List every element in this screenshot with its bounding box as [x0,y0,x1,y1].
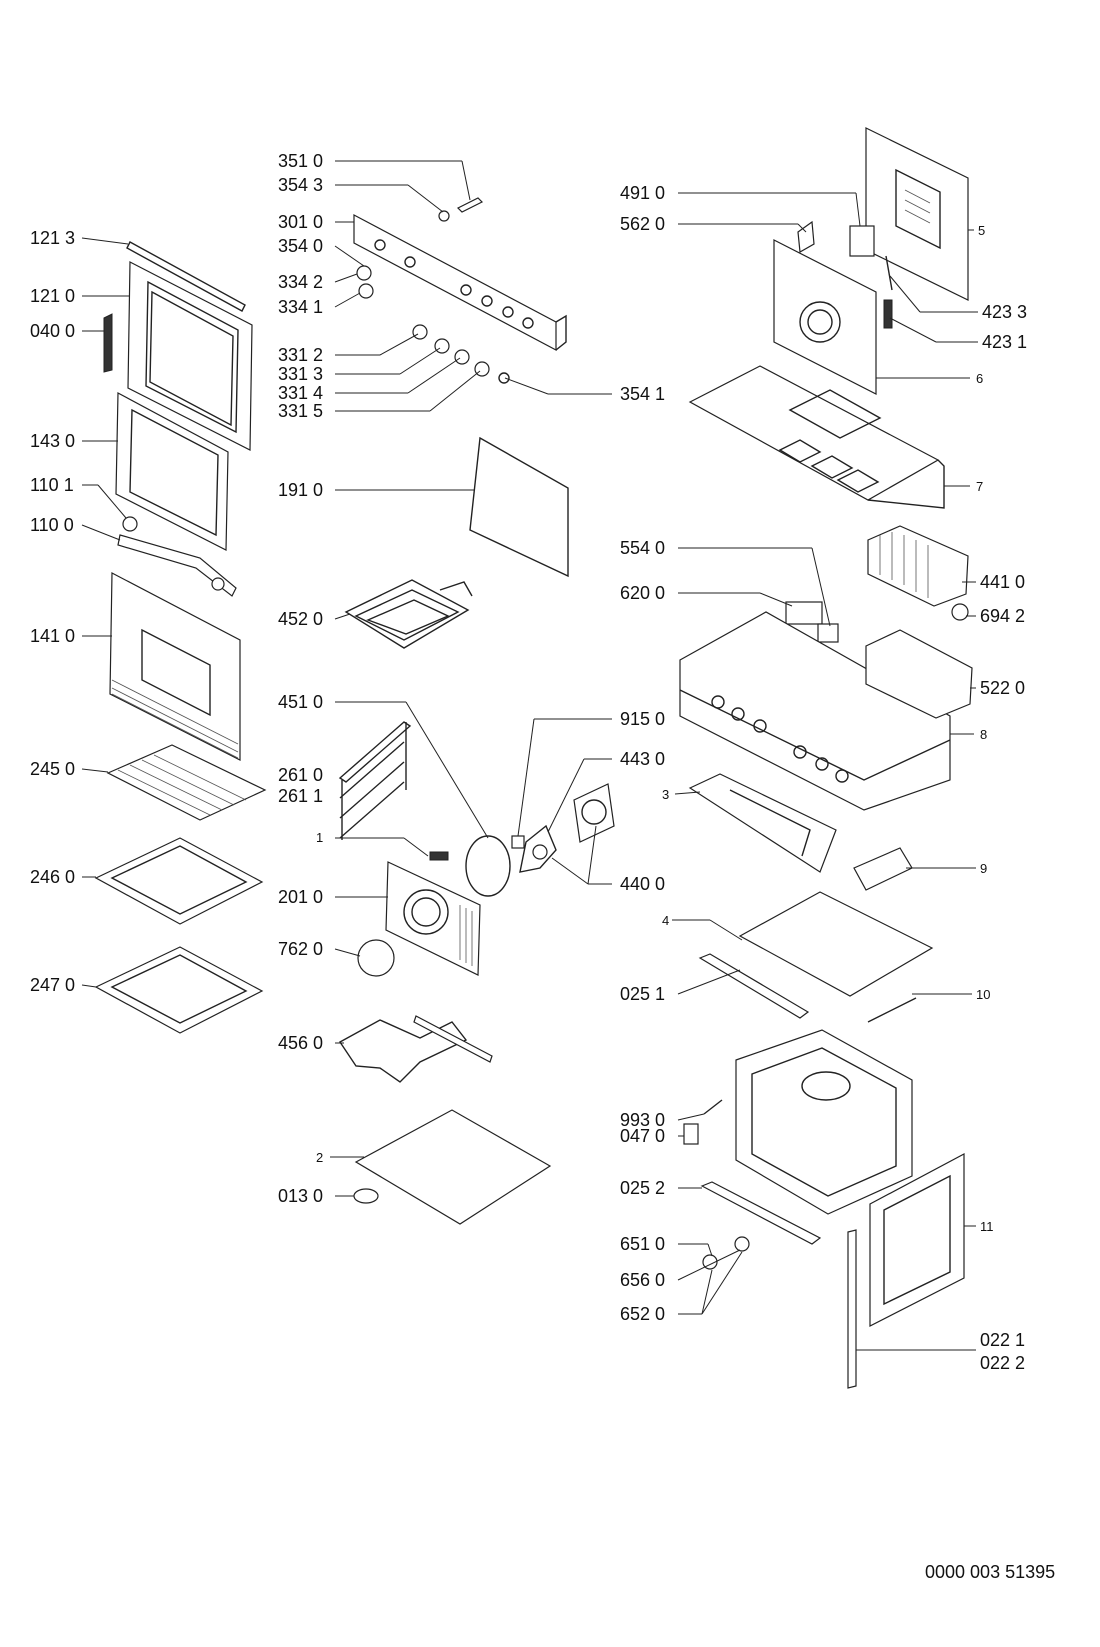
label-301-0: 301 0 [278,212,323,232]
label-354-0: 354 0 [278,236,323,256]
label-993-0: 993 0 [620,1110,665,1130]
part-drawings [94,127,973,1389]
label-201-0: 201 0 [278,887,323,907]
label-5: 5 [978,223,985,238]
label-423-1: 423 1 [982,332,1027,352]
label-4: 4 [662,913,669,928]
part-labels: 351 0 354 3 301 0 354 0 334 2 334 1 331 … [30,151,1027,1373]
label-11: 11 [980,1219,994,1234]
label-554-0: 554 0 [620,538,665,558]
label-6: 6 [976,371,983,386]
label-261-1: 261 1 [278,786,323,806]
label-191-0: 191 0 [278,480,323,500]
label-121-0: 121 0 [30,286,75,306]
label-141-0: 141 0 [30,626,75,646]
label-022-1: 022 1 [980,1330,1025,1350]
label-334-2: 334 2 [278,272,323,292]
label-354-1: 354 1 [620,384,665,404]
label-334-1: 334 1 [278,297,323,317]
label-452-0: 452 0 [278,609,323,629]
label-246-0: 246 0 [30,867,75,887]
label-040-0: 040 0 [30,321,75,341]
label-562-0: 562 0 [620,214,665,234]
label-440-0: 440 0 [620,874,665,894]
label-047-0: 047 0 [620,1126,665,1146]
label-245-0: 245 0 [30,759,75,779]
label-261-0: 261 0 [278,765,323,785]
label-441-0: 441 0 [980,572,1025,592]
label-491-0: 491 0 [620,183,665,203]
document-reference-number: 0000 003 51395 [925,1562,1056,1582]
label-915-0: 915 0 [620,709,665,729]
label-331-3: 331 3 [278,364,323,384]
label-351-0: 351 0 [278,151,323,171]
label-522-0: 522 0 [980,678,1025,698]
label-456-0: 456 0 [278,1033,323,1053]
label-143-0: 143 0 [30,431,75,451]
label-762-0: 762 0 [278,939,323,959]
label-443-0: 443 0 [620,749,665,769]
label-7: 7 [976,479,983,494]
label-3: 3 [662,787,669,802]
label-620-0: 620 0 [620,583,665,603]
label-022-2: 022 2 [980,1353,1025,1373]
label-451-0: 451 0 [278,692,323,712]
label-9: 9 [980,861,987,876]
label-025-1: 025 1 [620,984,665,1004]
label-013-0: 013 0 [278,1186,323,1206]
label-651-0: 651 0 [620,1234,665,1254]
label-354-3: 354 3 [278,175,323,195]
label-1: 1 [316,830,323,845]
label-110-0: 110 0 [30,515,74,535]
label-331-5: 331 5 [278,401,323,421]
label-247-0: 247 0 [30,975,75,995]
label-025-2: 025 2 [620,1178,665,1198]
label-2: 2 [316,1150,323,1165]
label-8: 8 [980,727,987,742]
label-10: 10 [976,987,990,1002]
label-331-4: 331 4 [278,383,323,403]
label-652-0: 652 0 [620,1304,665,1324]
leader-lines [81,160,978,1351]
label-121-3: 121 3 [30,228,75,248]
label-110-1: 110 1 [30,475,74,495]
label-656-0: 656 0 [620,1270,665,1290]
label-694-2: 694 2 [980,606,1025,626]
label-331-2: 331 2 [278,345,323,365]
label-423-3: 423 3 [982,302,1027,322]
